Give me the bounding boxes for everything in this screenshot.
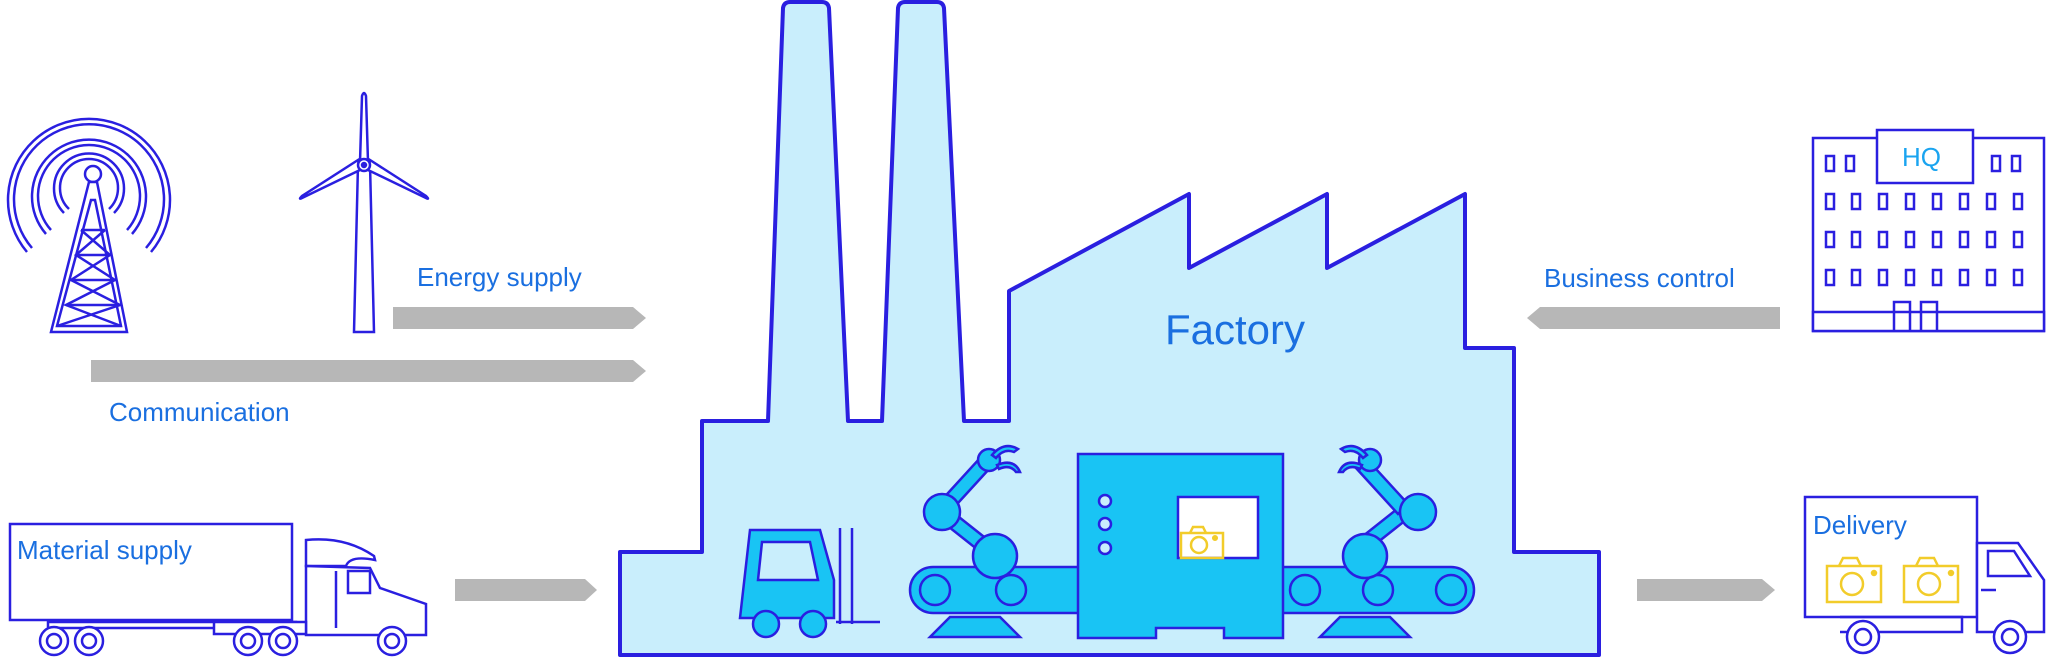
- communication-label: Communication: [109, 397, 290, 427]
- communication-arrow: [91, 360, 646, 382]
- factory-title: Factory: [1165, 306, 1306, 353]
- hq-label: HQ: [1902, 142, 1941, 172]
- delivery-label: Delivery: [1813, 510, 1907, 540]
- business-control-label: Business control: [1544, 263, 1735, 293]
- delivery-arrow: [1637, 579, 1775, 601]
- material-supply-arrow: [455, 579, 597, 601]
- camera-icon: [1179, 525, 1225, 560]
- radio-tower-icon: [6, 117, 172, 334]
- camera-icon: [1902, 556, 1960, 604]
- wind-turbine-icon: [298, 91, 430, 334]
- business-control-arrow: [1527, 307, 1780, 329]
- energy-supply-label: Energy supply: [417, 262, 582, 292]
- camera-icon: [1825, 556, 1883, 604]
- hq-building-icon: [1811, 128, 2046, 333]
- truck-icon: [8, 522, 428, 657]
- forklift-icon: [738, 528, 880, 639]
- material-supply-label: Material supply: [17, 535, 192, 565]
- robot-arm-icon: [1337, 444, 1438, 580]
- delivery-truck-icon: [1803, 495, 2046, 655]
- robot-arm-icon: [922, 444, 1022, 580]
- energy-supply-arrow: [393, 307, 646, 329]
- factory-building: [618, 0, 1601, 657]
